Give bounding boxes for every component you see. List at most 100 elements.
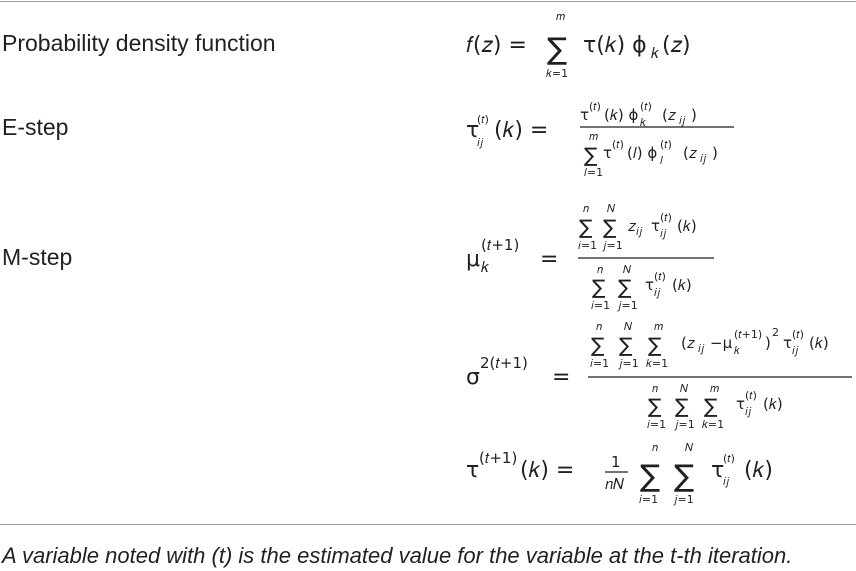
svg-text:(𝑘): (𝑘) — [809, 334, 829, 352]
svg-text:𝑗=1: 𝑗=1 — [618, 357, 639, 370]
svg-text:=: = — [552, 365, 570, 390]
table-footnote: A variable noted with (t) is the estimat… — [2, 543, 793, 568]
svg-text:(𝑡): (𝑡) — [477, 113, 489, 126]
svg-text:(𝑡): (𝑡) — [589, 100, 601, 113]
svg-text:2: 2 — [772, 326, 779, 339]
svg-text:(𝑡): (𝑡) — [660, 211, 672, 224]
svg-text:τ: τ — [783, 334, 792, 352]
svg-text:∑: ∑ — [648, 333, 662, 357]
svg-text:𝑖𝑗: 𝑖𝑗 — [679, 114, 686, 127]
svg-text:(𝑡): (𝑡) — [745, 389, 757, 402]
svg-text:): ) — [765, 334, 771, 352]
svg-text:(𝑘): (𝑘) — [672, 276, 692, 294]
svg-text:τ: τ — [736, 395, 745, 413]
svg-text:(𝑡): (𝑡) — [654, 270, 666, 283]
svg-text:𝑖=1: 𝑖=1 — [591, 299, 610, 312]
svg-text:𝑚: 𝑚 — [556, 10, 565, 23]
svg-text:𝑖=1: 𝑖=1 — [639, 493, 658, 506]
svg-text:(𝑡+1): (𝑡+1) — [479, 449, 517, 467]
svg-text:(𝑧: (𝑧 — [681, 334, 696, 352]
svg-text:∑: ∑ — [547, 32, 567, 67]
svg-text:𝑖=1: 𝑖=1 — [647, 418, 666, 431]
svg-text:(𝑘): (𝑘) — [763, 395, 783, 413]
svg-text:∑: ∑ — [619, 333, 633, 357]
svg-text:𝑙: 𝑙 — [660, 154, 663, 167]
svg-text:𝑗=1: 𝑗=1 — [602, 239, 623, 252]
svg-text:𝑘: 𝑘 — [640, 116, 646, 129]
svg-text:𝑁: 𝑁 — [623, 263, 632, 276]
svg-text:τ: τ — [603, 144, 612, 162]
svg-text:∑: ∑ — [603, 215, 617, 239]
svg-text:𝑖𝑗: 𝑖𝑗 — [477, 136, 484, 149]
svg-text:𝑘=1: 𝑘=1 — [546, 67, 568, 80]
row-label-pdf: Probability density function — [2, 30, 276, 56]
svg-text:𝑘=1: 𝑘=1 — [646, 357, 668, 370]
svg-text:μ: μ — [466, 247, 480, 272]
row-label-e-step: E-step — [2, 114, 69, 140]
svg-text:𝑗=1: 𝑗=1 — [673, 493, 694, 506]
svg-text:(𝑡): (𝑡) — [612, 138, 624, 151]
svg-text:(𝑘): (𝑘) — [677, 217, 697, 235]
svg-text:𝑁: 𝑁 — [685, 441, 694, 454]
svg-text:𝑁: 𝑁 — [680, 382, 689, 395]
svg-text:τ: τ — [645, 276, 654, 294]
svg-text:(𝑡): (𝑡) — [660, 138, 672, 151]
equation-e-step: τ (𝑡) 𝑖𝑗 (𝑘) = τ (𝑡) (𝑘) ϕ (𝑡) 𝑘 (𝑧 𝑖𝑗 )… — [466, 100, 734, 179]
equation-m-step-mean: μ (𝑡+1) 𝑘 = 𝑛 ∑ 𝑖=1 𝑁 ∑ 𝑗=1 𝑧 𝑖𝑗 τ (𝑡) 𝑖… — [466, 202, 714, 312]
svg-text:(𝑡+1): (𝑡+1) — [481, 236, 519, 254]
svg-text:𝑖=1: 𝑖=1 — [590, 357, 609, 370]
svg-text:1: 1 — [611, 453, 621, 471]
svg-text:2(𝑡+1): 2(𝑡+1) — [480, 354, 528, 372]
equation-pdf: 𝑓(𝑧) = 𝑚 ∑ 𝑘=1 τ(𝑘) ϕ 𝑘 (𝑧) — [466, 10, 691, 80]
svg-text:(𝑧): (𝑧) — [662, 33, 691, 58]
svg-text:τ: τ — [651, 217, 660, 235]
svg-text:(𝑙) ϕ: (𝑙) ϕ — [627, 144, 657, 162]
svg-text:𝑖𝑗: 𝑖𝑗 — [792, 344, 799, 357]
svg-text:𝑛: 𝑛 — [597, 263, 603, 276]
bottom-rule — [0, 524, 856, 525]
equation-m-step-weight: τ (𝑡+1) (𝑘) = 1 𝑛𝑁 𝑛 ∑ 𝑖=1 𝑁 ∑ 𝑗=1 τ (𝑡)… — [466, 441, 773, 506]
svg-text:∑: ∑ — [648, 394, 662, 418]
svg-text:τ(𝑘) ϕ: τ(𝑘) ϕ — [583, 33, 647, 58]
svg-text:𝑗=1: 𝑗=1 — [617, 299, 638, 312]
svg-text:−μ: −μ — [710, 334, 733, 352]
svg-text:τ: τ — [466, 118, 479, 143]
svg-text:𝑚: 𝑚 — [654, 320, 663, 333]
svg-text:(𝑡+1): (𝑡+1) — [734, 328, 762, 341]
svg-text:(𝑘): (𝑘) — [744, 458, 773, 483]
svg-text:τ: τ — [580, 106, 589, 124]
svg-text:𝑖𝑗: 𝑖𝑗 — [700, 152, 707, 165]
svg-text:𝑖=1: 𝑖=1 — [578, 239, 597, 252]
svg-text:): ) — [691, 106, 697, 124]
svg-text:𝑖𝑗: 𝑖𝑗 — [660, 227, 667, 240]
svg-text:𝑗=1: 𝑗=1 — [674, 418, 695, 431]
svg-text:𝑘: 𝑘 — [734, 344, 740, 357]
svg-text:𝑓(𝑧) =: 𝑓(𝑧) = — [466, 33, 527, 58]
top-rule — [0, 1, 856, 2]
svg-text:∑: ∑ — [640, 459, 660, 494]
svg-text:𝑖𝑗: 𝑖𝑗 — [636, 225, 643, 238]
svg-text:(𝑘) ϕ: (𝑘) ϕ — [604, 106, 638, 124]
svg-text:∑: ∑ — [618, 275, 632, 299]
svg-text:∑: ∑ — [592, 275, 606, 299]
svg-text:(𝑧: (𝑧 — [662, 106, 677, 124]
svg-text:(𝑘) =: (𝑘) = — [520, 458, 574, 483]
svg-text:(𝑡): (𝑡) — [792, 328, 804, 341]
svg-text:∑: ∑ — [674, 459, 694, 494]
svg-text:∑: ∑ — [584, 143, 598, 167]
svg-text:∑: ∑ — [704, 394, 718, 418]
svg-text:𝑛: 𝑛 — [596, 320, 602, 333]
svg-text:∑: ∑ — [675, 394, 689, 418]
svg-text:𝑖𝑗: 𝑖𝑗 — [654, 286, 661, 299]
svg-text:𝑛𝑁: 𝑛𝑁 — [605, 475, 624, 493]
svg-text:(𝑘) =: (𝑘) = — [494, 118, 548, 143]
svg-text:𝑛: 𝑛 — [652, 382, 658, 395]
svg-text:𝑧: 𝑧 — [628, 217, 637, 235]
row-label-m-step: M-step — [2, 244, 73, 270]
svg-text:(𝑡): (𝑡) — [723, 452, 735, 465]
svg-text:𝑚: 𝑚 — [589, 130, 598, 143]
svg-text:): ) — [712, 144, 718, 162]
svg-text:𝑘: 𝑘 — [481, 258, 490, 276]
svg-text:=: = — [540, 247, 558, 272]
